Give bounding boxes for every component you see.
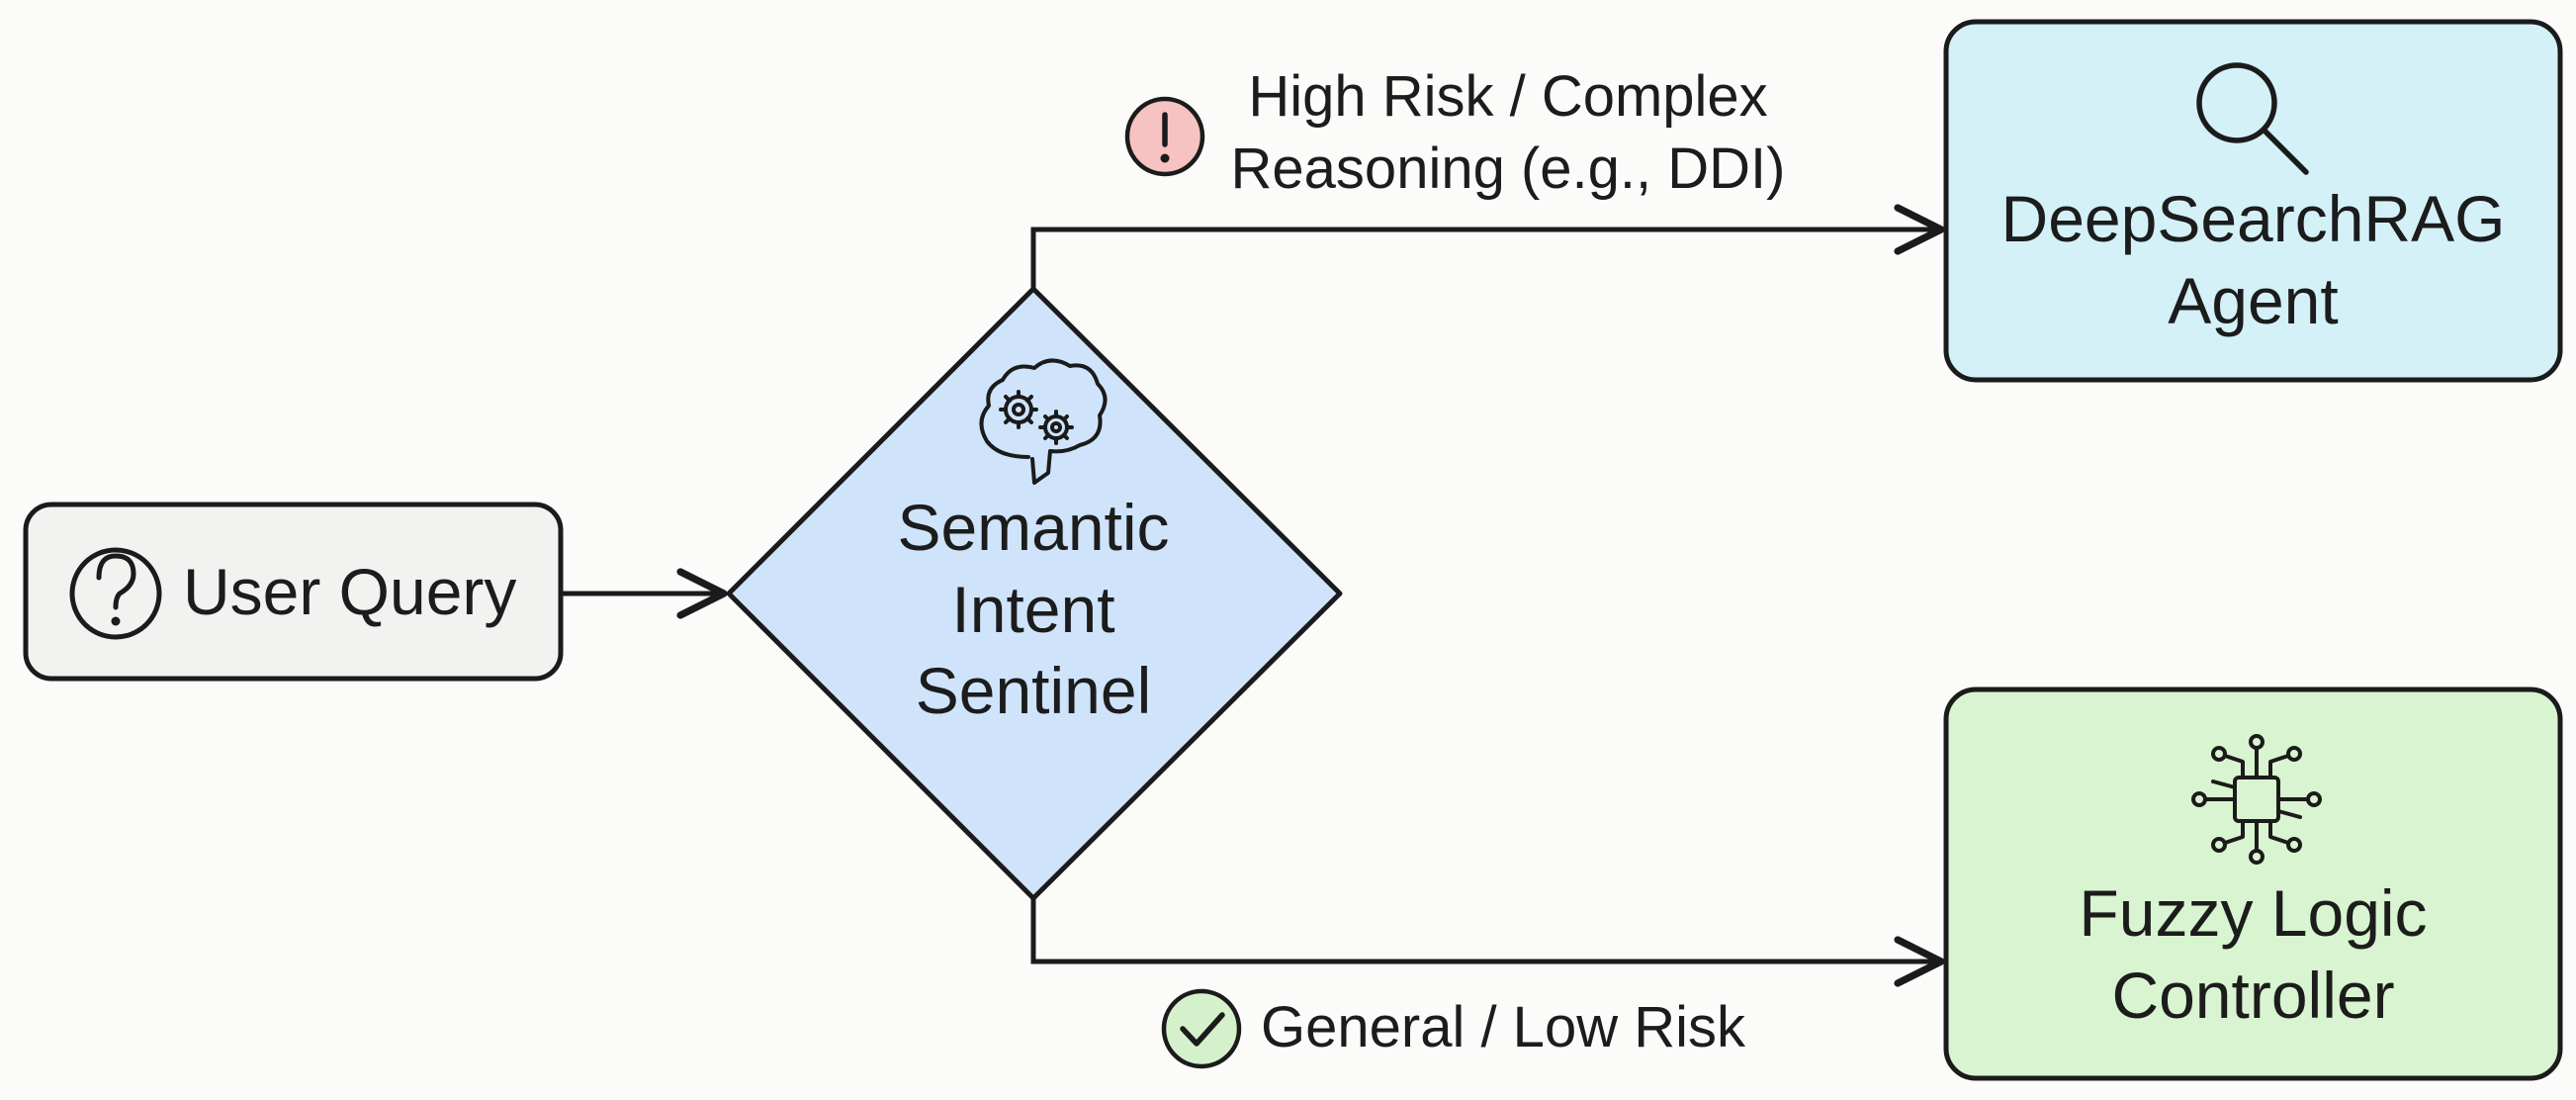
- semantic-intent-sentinel-node: [726, 286, 1343, 901]
- deepsearch-label-line: Agent: [2168, 263, 2339, 337]
- sentinel-label-line: Sentinel: [915, 654, 1152, 727]
- brain-gears-icon: [979, 358, 1108, 485]
- edge-sentinel-to-deepsearch: [1030, 204, 1945, 289]
- circuit-chip-icon: [2191, 734, 2322, 865]
- high-risk-edge-label: High Risk / Complex Reasoning (e.g., DDI…: [1221, 61, 1795, 205]
- check-icon: [1161, 988, 1242, 1069]
- sentinel-label-line: Intent: [951, 572, 1115, 646]
- fuzzy-label-line: Controller: [2111, 958, 2395, 1032]
- magnifier-icon: [2196, 62, 2309, 175]
- fuzzy-label-line: Fuzzy Logic: [2079, 876, 2428, 950]
- user-query-node: [23, 502, 564, 682]
- alert-icon: [1124, 96, 1205, 177]
- deepsearch-label-line: DeepSearchRAG: [2000, 182, 2506, 255]
- deepsearch-rag-agent-node: [1943, 19, 2563, 383]
- edge-sentinel-to-fuzzy: [1030, 898, 1945, 987]
- fuzzy-logic-controller-node: [1943, 687, 2563, 1081]
- sentinel-label-line: Semantic: [897, 491, 1170, 564]
- deepsearch-label: DeepSearchRAG Agent: [1946, 178, 2560, 341]
- high-risk-edge-label-line: High Risk / Complex: [1248, 64, 1768, 129]
- fuzzy-label: Fuzzy Logic Controller: [1946, 872, 2560, 1036]
- sentinel-label: Semantic Intent Sentinel: [836, 487, 1231, 732]
- low-risk-edge-label: General / Low Risk: [1261, 995, 1745, 1059]
- user-query-label: User Query: [183, 555, 517, 628]
- question-icon: [69, 547, 162, 640]
- high-risk-edge-label-line: Reasoning (e.g., DDI): [1230, 136, 1786, 201]
